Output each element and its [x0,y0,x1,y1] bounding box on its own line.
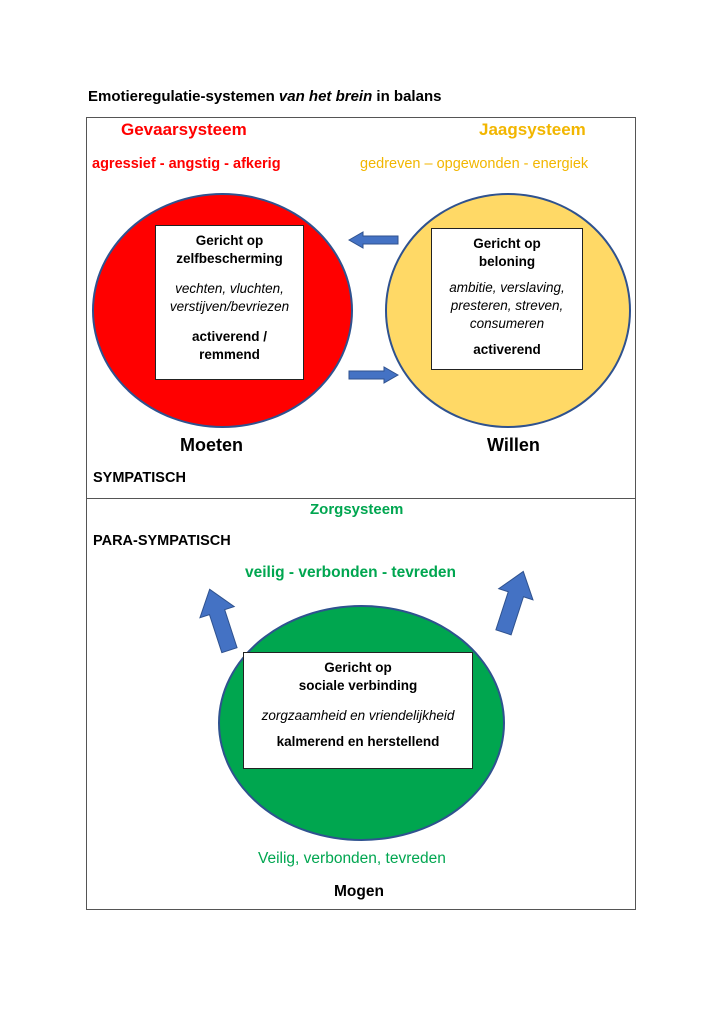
drive-info-box: Gericht op beloning ambitie, verslaving,… [431,228,583,370]
drive-box-line-2: beloning [478,254,536,269]
danger-system-traits: agressief - angstig - afkerig [92,156,281,172]
care-label: Mogen [334,883,384,900]
care-traits-bottom: Veilig, verbonden, tevreden [258,850,446,867]
drive-box-bold-1: activerend [473,342,541,357]
drive-system-traits: gedreven – opgewonden - energiek [360,156,589,172]
sympathetic-label: SYMPATISCH [93,470,186,486]
care-traits-top: veilig - verbonden - tevreden [245,564,457,581]
danger-info-box: Gericht op zelfbescherming vechten, vluc… [155,225,304,380]
drive-box-italic-2: presteren, streven, [450,298,564,313]
care-box-italic-1: zorgzaamheid en vriendelijkheid [261,708,455,723]
danger-system-title: Gevaarsysteem [121,120,247,139]
danger-box-line-2: zelfbescherming [176,251,283,266]
parasympathetic-label: PARA-SYMPATISCH [93,533,231,549]
section-divider [86,498,636,499]
diagram-frame [86,117,636,910]
care-box-bold-1: kalmerend en herstellend [276,734,440,749]
arrow-up-right-icon [495,570,534,636]
danger-box-italic-1: vechten, vluchten, [175,281,284,296]
heading-part-2: van het brein [278,88,373,105]
danger-box-bold-1: activerend / [191,329,268,344]
danger-box-line-1: Gericht op [195,233,264,248]
arrow-up-left-icon [199,588,238,654]
care-box-line-1: Gericht op [324,660,392,675]
drive-system-title: Jaagsysteem [479,120,586,139]
heading-part-3: in balans [372,88,442,105]
drive-box-line-1: Gericht op [473,236,541,251]
care-info-box: Gericht op sociale verbinding zorgzaamhe… [243,652,473,769]
danger-box-italic-2: verstijven/bevriezen [169,299,290,314]
drive-label: Willen [487,435,540,455]
danger-box-bold-2: remmend [199,347,260,362]
drive-box-italic-1: ambitie, verslaving, [449,280,565,295]
arrow-right-icon [348,366,400,384]
care-box-line-2: sociale verbinding [298,678,418,693]
danger-label: Moeten [180,435,243,455]
heading-part-1: Emotieregulatie-systemen [88,88,279,105]
document-heading: Emotieregulatie-systemen van het brein i… [88,88,441,105]
care-system-title: Zorgsysteem [310,501,404,518]
arrow-left-icon [347,231,399,249]
drive-box-italic-3: consumeren [469,316,545,331]
